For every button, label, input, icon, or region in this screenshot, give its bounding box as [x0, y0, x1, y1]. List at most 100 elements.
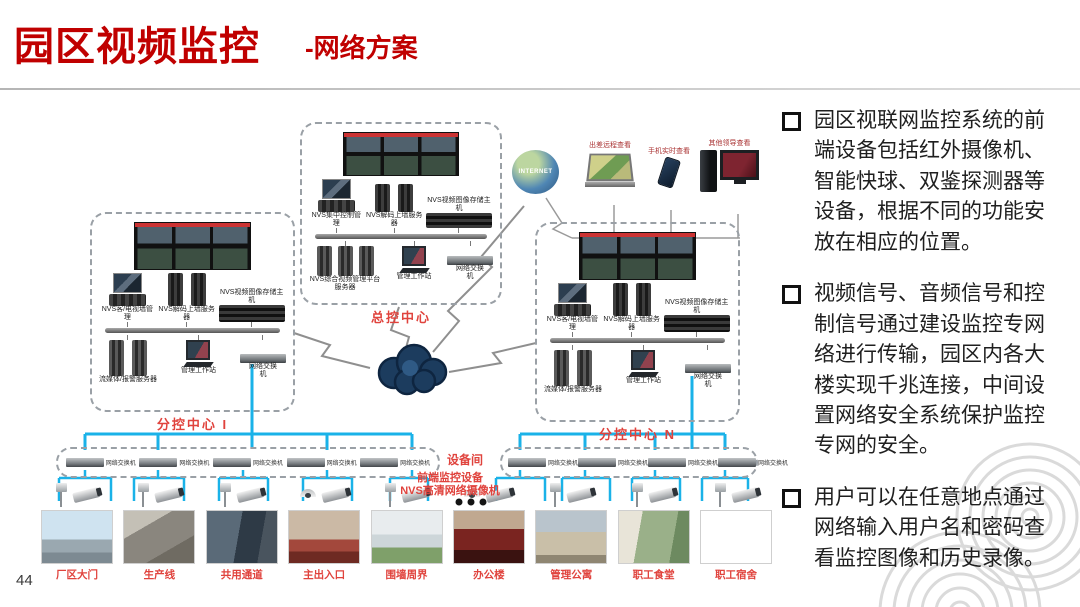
location-photo: [700, 510, 772, 564]
internet-globe-icon: INTERNET: [512, 150, 559, 194]
switch-label: 网络交换机: [248, 363, 277, 379]
square-bullet-icon: [782, 112, 801, 131]
network-switch: 网络交换机: [65, 458, 136, 467]
console-device: NVS客/电视墙管理: [544, 283, 601, 337]
switch-label: 网络交换机: [758, 461, 789, 467]
location-label: 厂区大门: [56, 569, 98, 581]
location-label: 办公楼: [473, 569, 505, 581]
location-label: 职工食堂: [632, 569, 675, 581]
switch-icon: [648, 458, 687, 467]
locations-row: 厂区大门 生产线 共用通道 主出入口 围墙周界 办公楼: [40, 479, 773, 582]
network-switch: 网络交换机: [718, 458, 788, 467]
switch-icon: [508, 458, 546, 467]
link-subN-cloud: [448, 342, 537, 373]
workstation-icon: [628, 350, 659, 378]
storage-rack-icon: [425, 213, 492, 229]
server-label: 流媒体/报警服务器: [544, 386, 602, 394]
switch-icon: [212, 458, 251, 467]
workstation: 管理工作站: [397, 241, 432, 281]
pole-camera-icon: [219, 482, 232, 507]
lan-bus: [315, 234, 487, 240]
bullet-camera-icon: [730, 486, 760, 503]
location-main-entrance: 主出入口: [287, 479, 361, 582]
bullet-camera-icon: [154, 486, 183, 503]
location-perimeter-wall: 围墙周界: [370, 479, 444, 582]
switch-label: 网络交换机: [548, 461, 579, 467]
switch-icon: [65, 458, 104, 467]
switch-label: 网络交换机: [179, 461, 210, 467]
bullet-item: 视频信号、音频信号和控制信号通过建设监控专网络进行传输，园区内各大楼实现千兆连接…: [782, 279, 1072, 462]
network-switch: 网络交换机: [139, 458, 209, 467]
location-label: 主出入口: [303, 569, 346, 581]
fingerprint-decoration: [878, 442, 1080, 607]
location-management-apartment: 管理公寓: [534, 479, 608, 582]
location-photo: [452, 510, 525, 564]
pc-label: 其他领导查看: [708, 140, 751, 147]
phone-label: 手机实时查看: [648, 148, 690, 155]
workstation: 管理工作站: [626, 345, 661, 385]
workstation-label: 管理工作站: [396, 273, 432, 281]
console-label: NVS客/电视墙管理: [546, 316, 599, 332]
server-towers-icon: [316, 246, 374, 277]
video-wall-icon: [342, 132, 460, 176]
switch-icon: [286, 458, 325, 467]
storage-host: NVS视频图像存储主机: [217, 289, 286, 327]
dome-camera-icon: [464, 489, 480, 500]
pole-camera-icon: [55, 482, 67, 507]
pole-camera-icon: [631, 482, 644, 507]
switch-icon: [684, 364, 731, 374]
decoder-label: NVS解码上墙服务器: [158, 306, 215, 322]
storage-label: NVS视频图像存储主机: [220, 289, 284, 305]
storage-label: NVS视频图像存储主机: [427, 197, 491, 213]
equipment-room-label: 设备间: [447, 453, 484, 467]
sub-center-n-label: 分控中心 N: [598, 427, 676, 442]
location-label: 共用通道: [220, 569, 263, 581]
media-servers: 流媒体/报警服务器: [544, 345, 602, 394]
network-switch: 网络交换机: [286, 458, 357, 467]
video-wall-icon: [133, 222, 252, 270]
phone-icon: [656, 156, 682, 189]
storage-label: NVS视频图像存储主机: [665, 299, 729, 315]
location-photo: [370, 510, 443, 564]
network-switch: 网络交换机: [212, 458, 283, 467]
switch-label: 网络交换机: [400, 461, 431, 467]
location-photo: [205, 510, 278, 564]
console-device: NVS集中控制管理: [309, 179, 364, 233]
console-icon: [553, 283, 591, 316]
switch-label: 网络交换机: [105, 461, 136, 467]
dome-camera-icon: [300, 489, 316, 500]
switch-group-right: 网络交换机 网络交换机 网络交换机 网络交换机: [500, 447, 788, 478]
sub-center-1-box: NVS客/电视墙管理 NVS解码上墙服务器 NVS视频图像存储主机 流媒体/报警…: [90, 212, 295, 412]
location-label: 围墙周界: [385, 569, 428, 581]
storage-rack-icon: [218, 305, 285, 323]
pole-camera-icon: [714, 482, 726, 507]
server-towers-icon: [553, 350, 592, 387]
switch-icon: [360, 458, 399, 467]
switch-device: 网络交换机: [447, 241, 493, 281]
pole-camera-icon: [549, 482, 561, 507]
network-switch: 网络交换机: [648, 458, 718, 467]
platform-servers: NVS综合视频管理平台服务器: [309, 241, 381, 292]
server-towers-icon: [108, 340, 147, 377]
video-wall-icon: [578, 232, 697, 280]
laptop-icon: [586, 153, 634, 182]
location-production-line: 生产线: [122, 479, 196, 582]
remote-phone: 手机实时查看: [648, 146, 690, 189]
location-photo: [535, 510, 608, 564]
bullet-camera-icon: [236, 486, 266, 503]
location-label: 管理公寓: [550, 569, 593, 581]
main-center-label: 总控中心: [370, 310, 431, 325]
decoder-towers-icon: [612, 283, 651, 316]
network-switch: 网络交换机: [578, 458, 648, 467]
console-icon: [108, 273, 146, 306]
network-switch: 网络交换机: [360, 458, 430, 467]
square-bullet-icon: [782, 285, 801, 305]
notes-panel: 园区视联网监控系统的前端设备包括红外摄像机、智能快球、双鉴探测器等设备，根据不同…: [782, 106, 1072, 595]
switch-label: 网络交换机: [618, 461, 649, 467]
location-photo: [41, 510, 113, 564]
switch-icon: [718, 458, 757, 467]
slide-header: 园区视频监控 -网络方案: [0, 0, 1080, 86]
workstation: 管理工作站: [181, 335, 216, 375]
console-label: NVS客/电视墙管理: [101, 306, 154, 322]
switch-icon: [139, 458, 178, 467]
